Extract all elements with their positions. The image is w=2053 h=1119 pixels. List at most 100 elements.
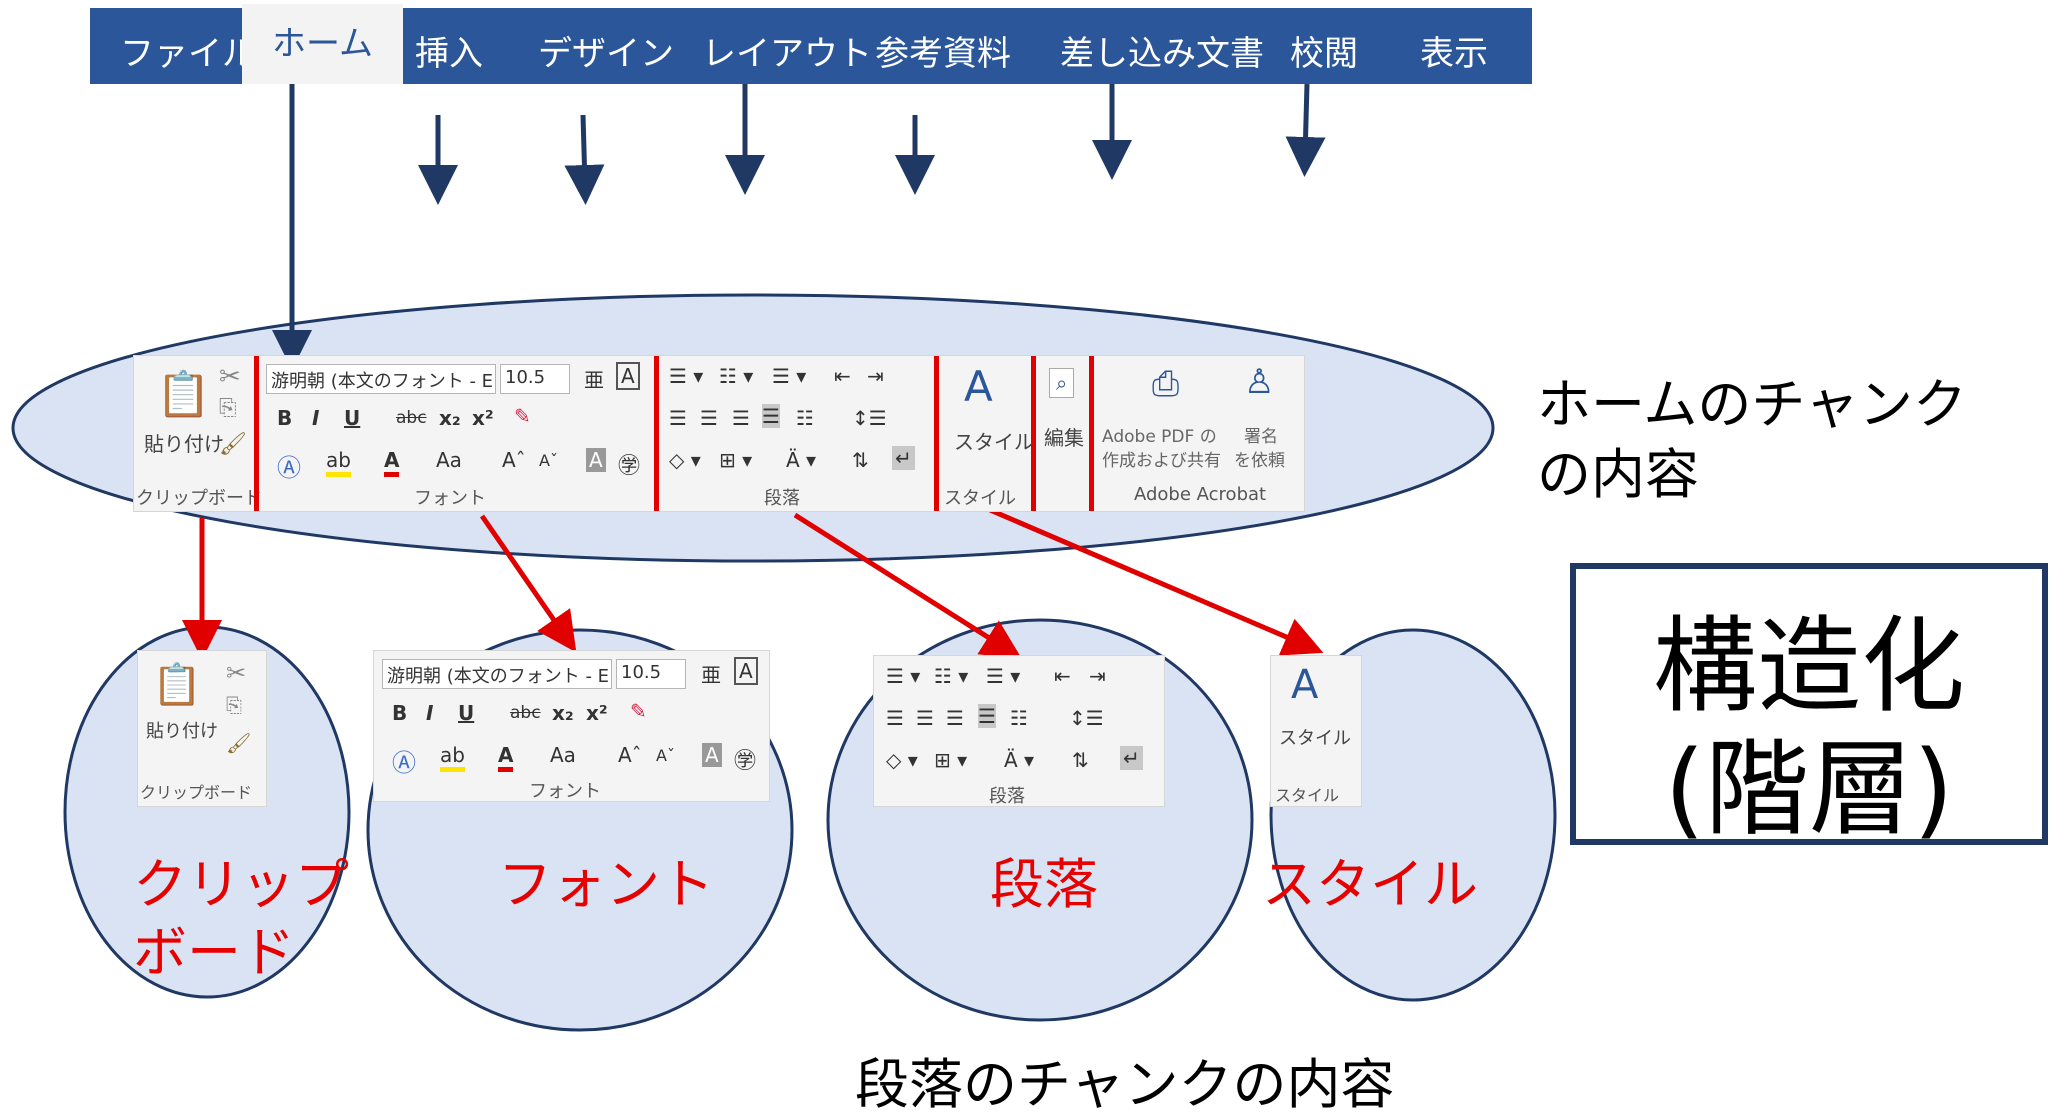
- highlight-icon[interactable]: ab: [440, 743, 465, 772]
- numbering-icon[interactable]: ☷ ▾: [719, 364, 754, 388]
- font-color-icon[interactable]: A: [384, 448, 400, 477]
- increase-indent-icon[interactable]: ⇥: [1089, 664, 1106, 688]
- adobe-pdf-label-2[interactable]: 作成および共有: [1102, 451, 1221, 471]
- bold-icon[interactable]: B: [277, 406, 293, 430]
- edit-button-label[interactable]: 編集: [1044, 426, 1084, 450]
- char-border-icon[interactable]: A: [616, 362, 640, 390]
- align-left-icon[interactable]: ☰: [886, 706, 904, 730]
- grow-font-icon[interactable]: Aˆ: [618, 743, 642, 767]
- copy-icon[interactable]: ⎘: [226, 693, 242, 717]
- clear-format-icon[interactable]: ✎: [514, 404, 531, 428]
- find-icon[interactable]: ⌕: [1049, 368, 1075, 398]
- format-painter-icon[interactable]: 🖌: [226, 731, 252, 755]
- tab-design[interactable]: デザイン: [538, 34, 674, 74]
- sort-icon[interactable]: ⇅: [1072, 748, 1089, 772]
- tab-review[interactable]: 校閲: [1290, 34, 1358, 74]
- justify-icon[interactable]: ☰: [978, 704, 996, 728]
- superscript-icon[interactable]: x²: [586, 701, 608, 725]
- tab-insert[interactable]: 挿入: [415, 34, 483, 74]
- sign-label-2[interactable]: を依頼: [1234, 451, 1285, 471]
- font-name-box[interactable]: 游明朝 (本文のフォント - E: [266, 364, 496, 394]
- request-signature-icon[interactable]: ♙: [1244, 362, 1275, 402]
- shrink-font-icon[interactable]: Aˇ: [656, 746, 675, 765]
- align-right-icon[interactable]: ☰: [946, 706, 964, 730]
- char-shading-icon[interactable]: A: [586, 448, 606, 472]
- font-size-box[interactable]: 10.5: [500, 364, 570, 394]
- shading-icon[interactable]: ◇ ▾: [669, 448, 701, 472]
- multilevel-list-icon[interactable]: ☰ ▾: [772, 364, 807, 388]
- styles-icon[interactable]: A: [964, 362, 993, 411]
- align-left-icon[interactable]: ☰: [669, 406, 687, 430]
- styles-icon[interactable]: A: [1291, 662, 1319, 708]
- increase-indent-icon[interactable]: ⇥: [867, 364, 884, 388]
- subscript-icon[interactable]: x₂: [552, 701, 574, 725]
- char-shading-icon[interactable]: A: [702, 743, 722, 767]
- enclose-char-icon[interactable]: ㊫: [734, 749, 757, 774]
- grow-font-icon[interactable]: Aˆ: [502, 448, 526, 472]
- paste-icon[interactable]: 📋: [156, 369, 211, 420]
- italic-icon[interactable]: I: [312, 406, 320, 430]
- format-painter-icon[interactable]: 🖌: [219, 432, 247, 457]
- align-right-icon[interactable]: ☰: [732, 406, 750, 430]
- cut-icon[interactable]: ✂: [219, 362, 241, 392]
- borders-icon[interactable]: ⊞ ▾: [719, 448, 753, 472]
- change-case-icon[interactable]: Aa: [550, 743, 576, 767]
- tab-references[interactable]: 参考資料: [875, 34, 1011, 74]
- show-marks-icon[interactable]: ↵: [892, 446, 915, 470]
- superscript-icon[interactable]: x²: [472, 406, 494, 430]
- font-name-box[interactable]: 游明朝 (本文のフォント - E: [382, 659, 612, 689]
- char-border-icon[interactable]: A: [734, 657, 758, 685]
- create-pdf-icon[interactable]: ⎙: [1152, 364, 1180, 404]
- multilevel-list-icon[interactable]: ☰ ▾: [986, 664, 1021, 688]
- enclose-char-icon[interactable]: ㊫: [618, 454, 641, 479]
- clear-format-icon[interactable]: ✎: [630, 699, 647, 723]
- bullets-icon[interactable]: ☰ ▾: [886, 664, 921, 688]
- underline-icon[interactable]: U: [458, 701, 475, 725]
- borders-icon[interactable]: ⊞ ▾: [934, 748, 968, 772]
- text-effect-icon[interactable]: Ⓐ: [392, 749, 416, 777]
- styles-button-label[interactable]: スタイル: [954, 430, 1034, 454]
- italic-icon[interactable]: I: [426, 701, 434, 725]
- font-size-box[interactable]: 10.5: [616, 659, 686, 689]
- paste-label[interactable]: 貼り付け: [146, 721, 218, 742]
- paste-icon[interactable]: 📋: [152, 662, 202, 708]
- tab-view[interactable]: 表示: [1420, 34, 1488, 74]
- sort-icon[interactable]: ⇅: [852, 448, 869, 472]
- show-marks-icon[interactable]: ↵: [1120, 746, 1143, 770]
- tab-layout[interactable]: レイアウト: [702, 34, 872, 74]
- align-center-icon[interactable]: ☰: [700, 406, 718, 430]
- font-color-icon[interactable]: A: [498, 743, 514, 772]
- decrease-indent-icon[interactable]: ⇤: [834, 364, 851, 388]
- shrink-font-icon[interactable]: Aˇ: [539, 451, 558, 470]
- align-center-icon[interactable]: ☰: [916, 706, 934, 730]
- distributed-icon[interactable]: ☷: [1010, 706, 1028, 730]
- copy-icon[interactable]: ⎘: [219, 396, 237, 421]
- tab-home[interactable]: ホーム: [242, 4, 403, 84]
- strikethrough-icon[interactable]: abc: [510, 703, 541, 723]
- adobe-pdf-label-1[interactable]: Adobe PDF の: [1102, 427, 1217, 447]
- subscript-icon[interactable]: x₂: [439, 406, 461, 430]
- line-spacing-icon[interactable]: ↕☰: [852, 406, 887, 430]
- bullets-icon[interactable]: ☰ ▾: [669, 364, 704, 388]
- text-effect-icon[interactable]: Ⓐ: [277, 454, 301, 482]
- tab-file[interactable]: ファイル: [120, 34, 256, 74]
- cut-icon[interactable]: ✂: [226, 659, 247, 687]
- tab-mailings[interactable]: 差し込み文書: [1060, 34, 1264, 74]
- line-spacing-icon[interactable]: ↕☰: [1069, 706, 1104, 730]
- numbering-icon[interactable]: ☷ ▾: [934, 664, 969, 688]
- styles-button-label[interactable]: スタイル: [1279, 728, 1351, 749]
- justify-icon[interactable]: ☰: [762, 404, 780, 428]
- phonetic-guide-icon[interactable]: 亜: [701, 663, 721, 687]
- underline-icon[interactable]: U: [344, 406, 361, 430]
- shading-icon[interactable]: ◇ ▾: [886, 748, 918, 772]
- paste-label[interactable]: 貼り付け: [144, 432, 224, 456]
- decrease-indent-icon[interactable]: ⇤: [1054, 664, 1071, 688]
- strikethrough-icon[interactable]: abc: [396, 408, 427, 428]
- highlight-icon[interactable]: ab: [326, 448, 351, 477]
- distributed-icon[interactable]: ☷: [796, 406, 814, 430]
- sign-label-1[interactable]: 署名: [1244, 427, 1278, 447]
- asian-layout-icon[interactable]: Ä ▾: [786, 448, 817, 472]
- phonetic-guide-icon[interactable]: 亜: [584, 368, 604, 392]
- change-case-icon[interactable]: Aa: [436, 448, 462, 472]
- asian-layout-icon[interactable]: Ä ▾: [1004, 748, 1035, 772]
